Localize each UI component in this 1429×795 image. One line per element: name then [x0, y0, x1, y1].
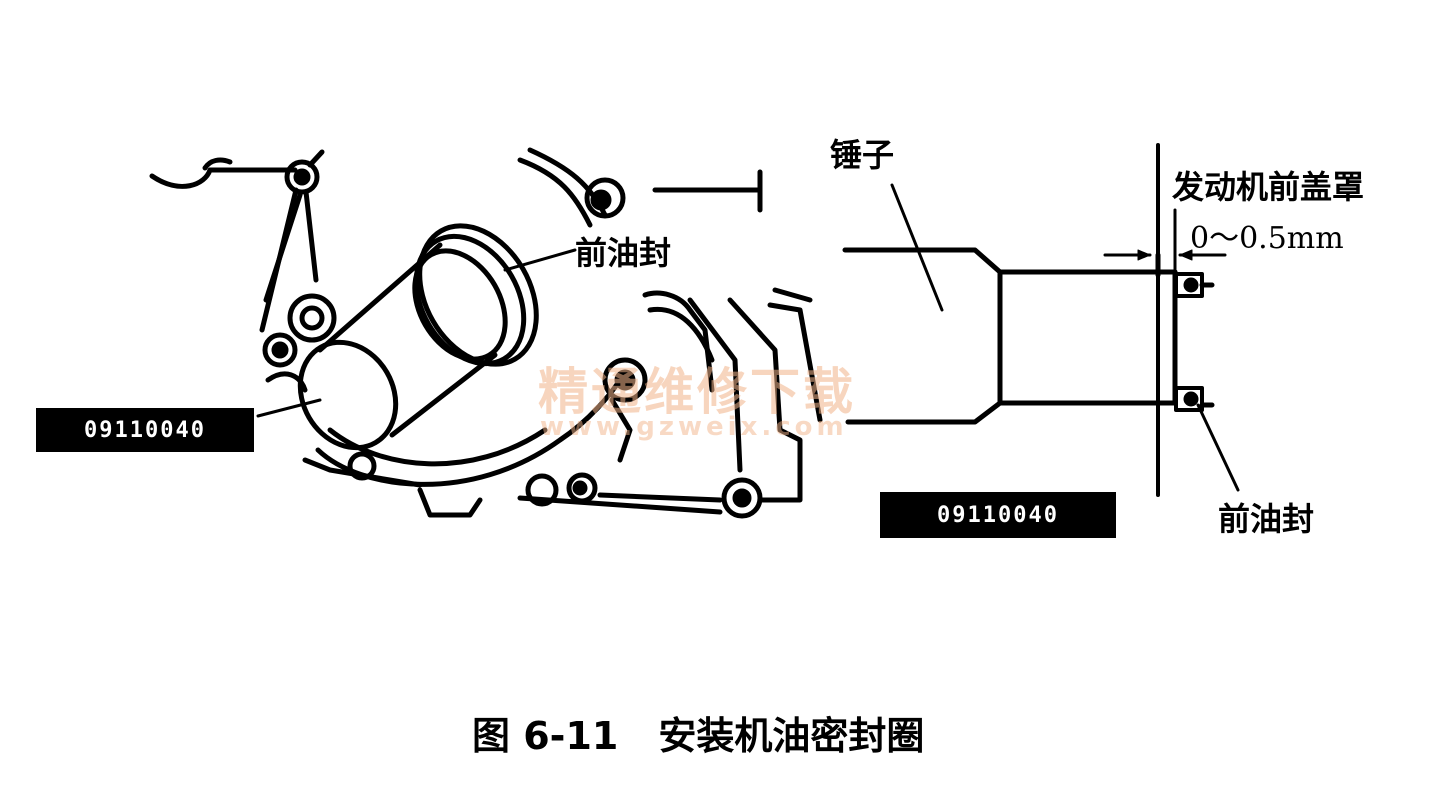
clearance-label: 0～0.5mm: [1190, 221, 1344, 256]
hammer-label: 锤子: [830, 136, 895, 174]
engine-front-illustration: [149, 147, 823, 519]
figure-number: 图 6-11: [472, 714, 619, 758]
front-seal-label-right: 前油封: [1218, 500, 1315, 538]
front-seal-label-left: 前油封: [575, 234, 672, 272]
front-cover-label: 发动机前盖罩: [1172, 168, 1365, 206]
section-illustration: [842, 143, 1240, 497]
figure-title: 安装机油密封圈: [658, 714, 925, 758]
tool-code-plate-right: 09110040: [880, 492, 1116, 538]
figure-caption: 图 6-11 安装机油密封圈: [472, 705, 924, 760]
tool-code-plate-left: 09110040: [36, 408, 254, 452]
